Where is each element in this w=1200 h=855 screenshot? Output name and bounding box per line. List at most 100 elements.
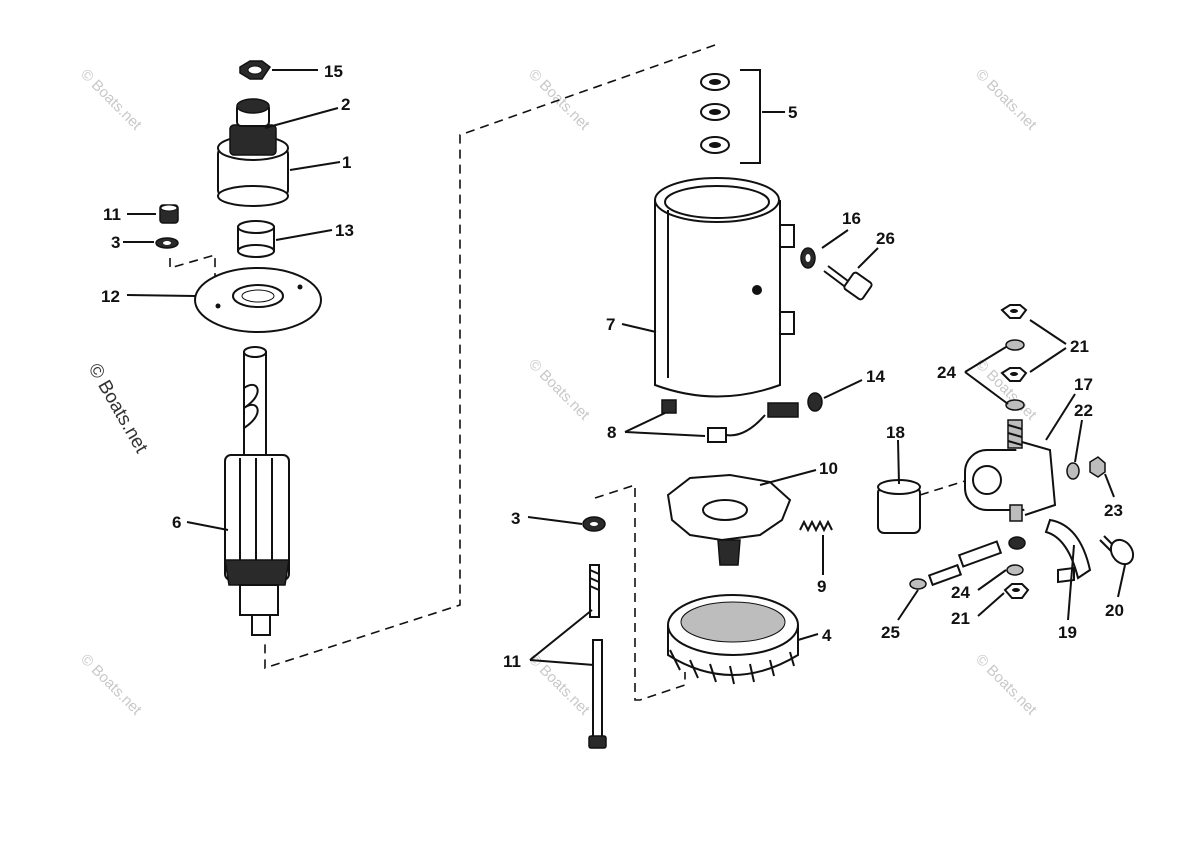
watermark: © Boats.net — [525, 356, 593, 424]
leader-lines — [123, 69, 1126, 666]
part-4-end-cap — [667, 594, 799, 685]
part-19-bracket — [1044, 518, 1092, 584]
callout-15: 15 — [324, 62, 343, 81]
callout-labels: 15 2 1 11 3 13 12 6 5 7 16 26 14 8 10 9 … — [101, 62, 1124, 671]
callout-22: 22 — [1074, 401, 1093, 420]
leader-3-lower — [527, 516, 583, 525]
part-6-armature — [224, 346, 290, 636]
callout-11-lower: 11 — [503, 652, 521, 671]
part-20-screw — [1099, 535, 1135, 566]
leader-2 — [264, 107, 339, 129]
watermark-large: © Boats.net — [84, 360, 152, 457]
leader-14 — [823, 379, 863, 399]
callout-21-upper: 21 — [1070, 337, 1089, 356]
callout-21-lower: 21 — [951, 609, 970, 628]
leader-11b — [529, 659, 595, 666]
leader-26 — [857, 247, 879, 269]
part-21-nut-middle — [1000, 367, 1028, 382]
callout-3-upper: 3 — [111, 233, 120, 252]
solenoid-guide-line — [919, 479, 969, 496]
watermark: © Boats.net — [77, 66, 145, 134]
callout-17: 17 — [1074, 375, 1093, 394]
leader-21b — [1029, 347, 1067, 373]
callout-3-lower: 3 — [511, 509, 520, 528]
end-cap-bolt-guide-line — [594, 483, 686, 701]
part-11-nut-upper — [159, 204, 179, 224]
callout-1: 1 — [342, 153, 351, 172]
callout-8: 8 — [607, 423, 616, 442]
assembly-guide-lines — [169, 44, 969, 701]
callout-12: 12 — [101, 287, 120, 306]
callout-23: 23 — [1104, 501, 1123, 520]
part-23-nut — [1089, 456, 1106, 478]
part-16-washer — [800, 247, 816, 269]
part-11-through-bolts — [588, 564, 607, 749]
callout-25: 25 — [881, 623, 900, 642]
callout-18: 18 — [886, 423, 905, 442]
part-7-motor-housing — [654, 177, 795, 398]
watermark: © Boats.net — [77, 651, 145, 719]
part-3-washer-lower — [582, 516, 606, 532]
part-21-nut-upper — [1000, 304, 1028, 319]
callout-9: 9 — [817, 577, 826, 596]
part-13-bushing — [237, 220, 275, 258]
part-21-nut-lower — [1003, 583, 1030, 599]
part-8-brushes — [661, 399, 799, 443]
leader-25 — [897, 589, 919, 621]
leader-24a — [964, 346, 1007, 373]
part-9-brush-springs — [799, 519, 833, 533]
watermark: © Boats.net — [972, 356, 1040, 424]
part-17-solenoid — [964, 419, 1057, 522]
leader-20 — [1117, 564, 1126, 598]
leader-24b — [964, 371, 1009, 405]
callout-26: 26 — [876, 229, 895, 248]
callout-13: 13 — [335, 221, 354, 240]
watermark: © Boats.net — [972, 66, 1040, 134]
callout-6: 6 — [172, 513, 181, 532]
leader-17 — [1045, 393, 1076, 441]
leader-22 — [1074, 419, 1083, 463]
callout-10: 10 — [819, 459, 838, 478]
callout-7: 7 — [606, 315, 615, 334]
leader-12 — [126, 294, 196, 297]
leader-18 — [897, 439, 900, 485]
part-18-boot — [877, 479, 921, 534]
leader-13 — [275, 229, 333, 241]
part-15-nut — [239, 60, 272, 80]
leader-1 — [289, 161, 341, 171]
armature-housing-guide-line — [264, 44, 716, 670]
part-25-terminal-stud — [909, 540, 1003, 590]
part-10-brush-plate — [666, 473, 792, 566]
callout-4: 4 — [822, 626, 832, 645]
leader-8a — [624, 412, 666, 433]
leader-11a — [529, 609, 593, 661]
part-22-washer — [1066, 462, 1080, 480]
callout-16: 16 — [842, 209, 861, 228]
leader-6 — [186, 521, 229, 531]
leader-21a — [1029, 319, 1067, 345]
callout-2: 2 — [341, 95, 350, 114]
leader-24-lower — [977, 569, 1007, 591]
leader-19 — [1067, 544, 1075, 621]
callout-11-upper: 11 — [103, 205, 121, 224]
part-17-plunger-nut — [1008, 536, 1026, 550]
leader-23 — [1104, 473, 1115, 498]
watermark: © Boats.net — [972, 651, 1040, 719]
part-5-thrust-washers — [700, 69, 761, 164]
part-12-end-plate — [194, 267, 322, 333]
part-26-bolt — [823, 265, 873, 301]
callout-19: 19 — [1058, 623, 1077, 642]
callout-20: 20 — [1105, 601, 1124, 620]
leader-21-lower — [977, 592, 1005, 617]
callout-5: 5 — [788, 103, 797, 122]
leader-7 — [621, 323, 657, 333]
callout-24-upper: 24 — [937, 363, 956, 382]
part-24-washer-upper — [1005, 339, 1025, 351]
part-24-washer-lower — [1006, 564, 1024, 576]
callout-14: 14 — [866, 367, 885, 386]
part-24-washer-middle — [1005, 399, 1025, 411]
part-1-drive-gear — [217, 98, 289, 207]
leader-4 — [797, 633, 819, 641]
